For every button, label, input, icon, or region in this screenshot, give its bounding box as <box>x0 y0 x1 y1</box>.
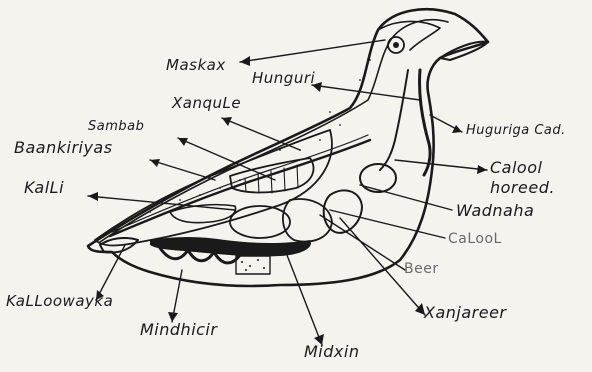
arrowhead-maskax <box>240 56 250 66</box>
leader-calool-horeed <box>395 160 487 170</box>
label-baankiriyas: Baankiriyas <box>14 140 113 156</box>
label-xanjareer: Xanjareer <box>424 305 507 321</box>
leader-baankiriyas <box>150 160 215 180</box>
label-midxin: Midxin <box>304 344 359 360</box>
leader-beer <box>320 215 405 270</box>
label-xangule: XanquLe <box>172 96 241 111</box>
leader-maskax <box>240 40 385 62</box>
label-kalli: KalLi <box>24 180 64 196</box>
label-calool-horeed-line2: horeed. <box>490 180 555 196</box>
leader-kalli <box>88 196 235 210</box>
label-calool: CaLooL <box>448 232 502 246</box>
label-mindhicir: Mindhicir <box>140 322 217 338</box>
arrowhead-calool-horeed <box>477 165 487 174</box>
label-kalloowayka: KaLLoowayka <box>6 294 113 309</box>
label-huguriga-cad: Huguriga Cad. <box>466 124 566 137</box>
label-calool-horeed-line1: Calool <box>490 160 542 176</box>
label-sambab: Sambab <box>88 120 144 133</box>
leader-wadnaha <box>360 185 452 210</box>
heart <box>324 190 362 233</box>
gullet <box>380 70 408 170</box>
arrowhead-baankiriyas <box>150 159 160 167</box>
arrowhead-kalli <box>88 192 98 201</box>
label-maskax: Maskax <box>166 58 226 73</box>
crop <box>360 164 396 192</box>
pancreas-dots <box>241 259 265 271</box>
pancreas <box>236 256 270 274</box>
leader-calool <box>330 210 445 238</box>
label-hunguri: Hunguri <box>252 71 315 86</box>
leader-midxin <box>285 250 322 345</box>
arrowhead-huguriga-cad <box>452 125 462 133</box>
eye-pupil <box>393 42 399 48</box>
label-beer: Beer <box>404 262 439 276</box>
label-wadnaha: Wadnaha <box>456 203 534 219</box>
leader-xangule <box>222 118 300 150</box>
